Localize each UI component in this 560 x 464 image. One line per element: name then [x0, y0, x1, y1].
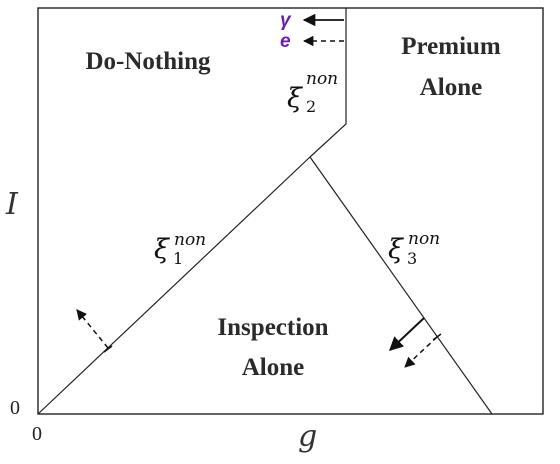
svg-text:ξ: ξ	[388, 234, 404, 265]
svg-text:3: 3	[407, 249, 417, 268]
xi1-tick-mark	[103, 345, 113, 353]
do-nothing-label: Do-Nothing	[85, 48, 211, 75]
xi1-label: ξ non 1	[154, 230, 206, 268]
premium-alone-boundary	[309, 8, 347, 158]
premium-alone-label-line1: Premium	[401, 33, 501, 60]
x-origin-label: 0	[32, 423, 42, 445]
legend-dashed-letter: e	[280, 31, 291, 52]
svg-text:2: 2	[306, 97, 316, 116]
xi3-boundary-line	[309, 156, 493, 415]
plot-frame	[37, 7, 544, 415]
svg-text:1: 1	[173, 249, 183, 268]
svg-text:non: non	[174, 230, 206, 250]
xi2-label: ξ non 2	[287, 69, 338, 116]
svg-text:ξ: ξ	[154, 234, 170, 265]
y-axis-label: I	[5, 187, 19, 222]
xi1-dashed-arrow	[76, 309, 109, 349]
legend-solid-letter: γ	[280, 10, 292, 31]
svg-text:non: non	[306, 69, 338, 89]
xi3-label: ξ non 3	[388, 229, 440, 268]
premium-alone-label-line2: Alone	[420, 74, 483, 101]
y-origin-label: 0	[10, 397, 20, 419]
inspection-alone-label-line2: Alone	[242, 354, 305, 381]
xi1-boundary-line	[37, 156, 311, 415]
xi3-solid-arrow	[388, 317, 425, 351]
xi3-dashed-arrow	[404, 336, 438, 368]
svg-text:non: non	[408, 229, 440, 249]
svg-text:ξ: ξ	[287, 83, 303, 114]
x-axis-label: g	[298, 419, 317, 454]
inspection-alone-label-line1: Inspection	[217, 314, 328, 341]
